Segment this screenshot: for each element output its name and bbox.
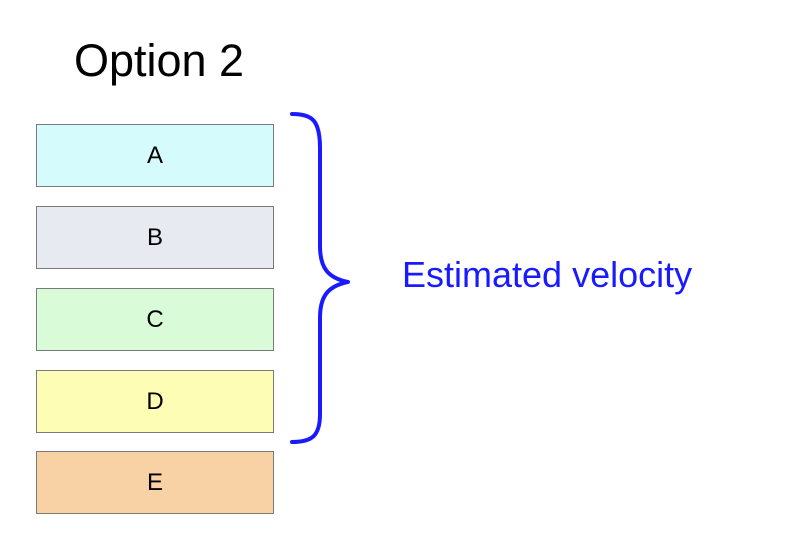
box-a: A [36,124,274,187]
box-e-label: E [146,468,163,496]
box-d: D [36,370,274,433]
box-a-label: A [146,141,163,169]
box-d-label: D [146,387,164,415]
curly-brace-icon [290,112,350,444]
box-b-label: B [146,223,163,251]
brace-label: Estimated velocity [402,254,693,295]
box-c: C [36,288,274,351]
box-b: B [36,206,274,269]
diagram-title: Option 2 [73,35,245,86]
box-c-label: C [146,305,164,333]
box-e: E [36,451,274,514]
